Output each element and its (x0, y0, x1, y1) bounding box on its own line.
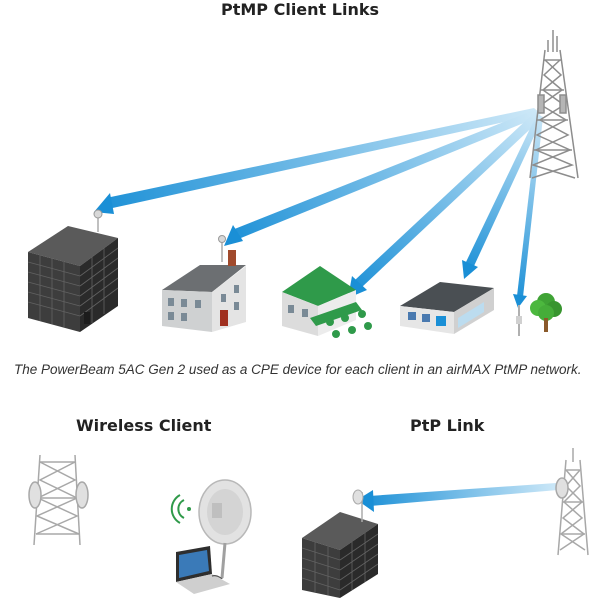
wifi-icon (170, 494, 191, 524)
arrow-to-pole (513, 294, 527, 308)
tree-icon (530, 293, 562, 332)
office-building-icon (27, 209, 119, 332)
beam-to-house (232, 110, 541, 240)
small-tower-icon (28, 454, 89, 546)
house-icon (162, 235, 246, 332)
wireless-client-title: Wireless Client (76, 416, 212, 435)
beam-to-office (106, 108, 541, 209)
dish-antenna-icon (198, 479, 252, 579)
ptp-building-icon (301, 489, 379, 598)
arrow-to-house (224, 225, 243, 246)
restaurant-icon (282, 266, 372, 338)
beam-to-shop (466, 114, 543, 266)
ptp-tower-icon (555, 448, 589, 556)
ptp-beam (369, 483, 558, 506)
ptp-arrow (357, 490, 374, 512)
ptp-link-title: PtP Link (410, 416, 485, 435)
antenna-pole (516, 305, 522, 336)
tower-icon (529, 30, 579, 179)
arrow-to-office (94, 193, 114, 214)
arrow-to-shop (462, 260, 478, 279)
ptmp-title: PtMP Client Links (221, 0, 379, 19)
ptmp-beams (94, 108, 543, 308)
caption: The PowerBeam 5AC Gen 2 used as a CPE de… (14, 362, 582, 377)
shop-icon (400, 282, 494, 334)
beam-to-pole (517, 116, 543, 297)
beam-to-restaurant (355, 112, 542, 287)
laptop-icon (176, 546, 230, 594)
patio-tables (326, 310, 372, 338)
